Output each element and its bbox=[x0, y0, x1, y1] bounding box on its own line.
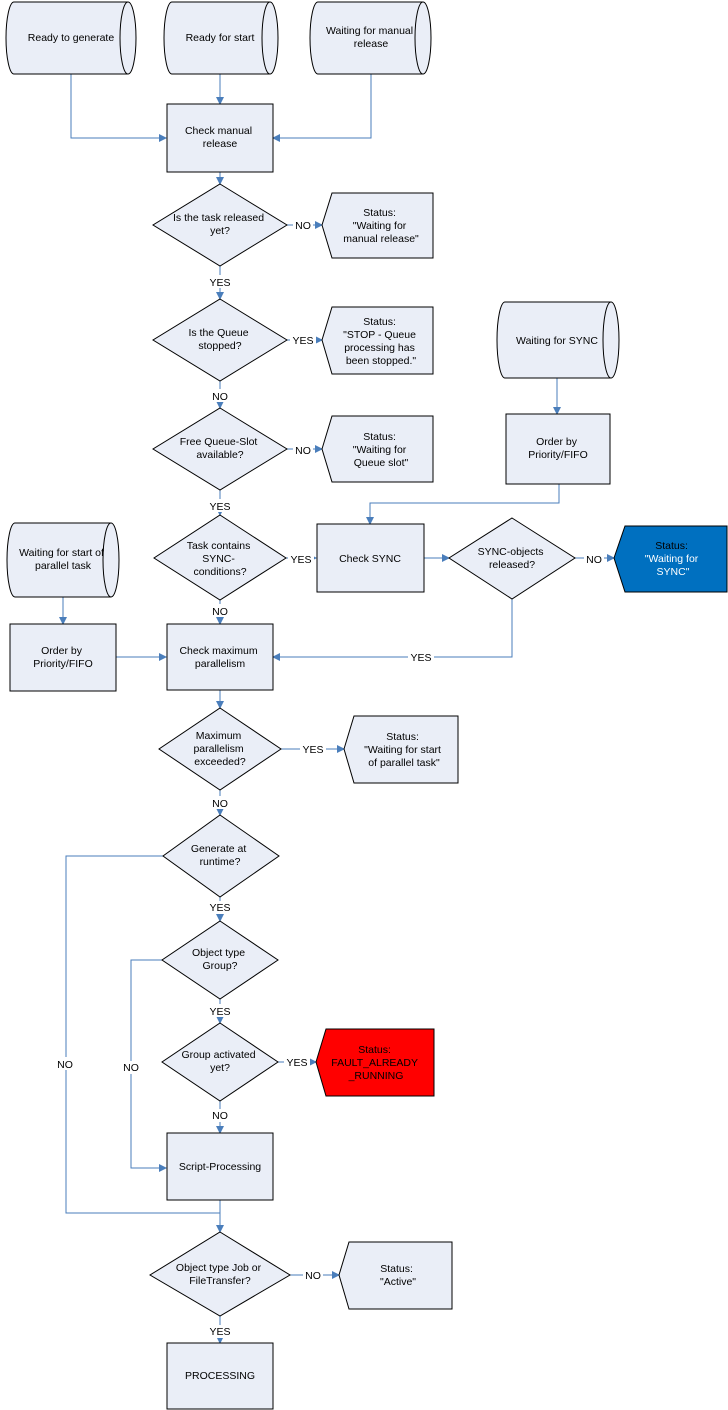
node-label: Free Queue-Slot available? bbox=[180, 436, 261, 461]
node-label: Is the task released yet? bbox=[173, 212, 267, 237]
node-label: Maximum parallelism exceeded? bbox=[193, 730, 246, 768]
node-order-by-priority-parallel[interactable]: Order by Priority/FIFO bbox=[9, 623, 117, 692]
node-label: Object type Group? bbox=[192, 947, 248, 972]
edge-label: NO bbox=[57, 1059, 73, 1071]
node-order-by-priority-sync[interactable]: Order by Priority/FIFO bbox=[505, 413, 611, 485]
node-label: Waiting for start of parallel task bbox=[19, 547, 107, 572]
status-waiting-for-queue-slot[interactable]: Status: "Waiting for Queue slot" bbox=[321, 415, 434, 483]
node-label: Ready for start bbox=[186, 32, 255, 44]
edge-label: YES bbox=[290, 554, 311, 566]
decision-task-contains-sync[interactable]: Task contains SYNC- conditions? bbox=[153, 514, 287, 601]
node-processing[interactable]: PROCESSING bbox=[166, 1342, 274, 1410]
edge-label: YES bbox=[209, 277, 230, 289]
node-label: Is the Queue stopped? bbox=[188, 327, 251, 352]
edge-label: NO bbox=[212, 606, 228, 618]
edge-label: NO bbox=[212, 391, 228, 403]
edge-label: YES bbox=[209, 1006, 230, 1018]
node-label: Task contains SYNC- conditions? bbox=[187, 540, 254, 578]
node-label: Order by Priority/FIFO bbox=[528, 436, 588, 461]
decision-group-activated[interactable]: Group activated yet? bbox=[161, 1022, 279, 1102]
node-label: Order by Priority/FIFO bbox=[33, 645, 93, 670]
decision-maximum-parallelism-exceeded[interactable]: Maximum parallelism exceeded? bbox=[158, 707, 282, 791]
node-label: Status: "Waiting for manual release" bbox=[343, 207, 419, 245]
status-active[interactable]: Status: "Active" bbox=[338, 1241, 453, 1310]
node-label: Status: "Waiting for SYNC" bbox=[645, 540, 701, 578]
connector bbox=[272, 74, 372, 142]
node-label: Waiting for manual release bbox=[326, 25, 416, 50]
edge-label: YES bbox=[292, 335, 313, 347]
edge-label: YES bbox=[302, 744, 323, 756]
decision-free-queue-slot[interactable]: Free Queue-Slot available? bbox=[152, 407, 288, 491]
edge-labels: NO YES YES NO NO YES YES NO NO YES YES N… bbox=[55, 218, 604, 1338]
edge-label: NO bbox=[212, 798, 228, 810]
connector bbox=[366, 484, 560, 525]
node-label: SYNC-objects released? bbox=[478, 546, 547, 571]
edge-label: NO bbox=[212, 1110, 228, 1122]
node-label: Check maximum parallelism bbox=[179, 645, 260, 670]
status-waiting-for-start-of-parallel-task[interactable]: Status: "Waiting for start of parallel t… bbox=[343, 715, 459, 784]
node-script-processing[interactable]: Script-Processing bbox=[166, 1132, 274, 1201]
node-label: Check SYNC bbox=[339, 553, 401, 565]
node-label: Status: "STOP - Queue processing has bee… bbox=[343, 316, 419, 367]
node-check-maximum-parallelism[interactable]: Check maximum parallelism bbox=[166, 623, 274, 691]
node-label: Status: FAULT_ALREADY _RUNNING bbox=[331, 1044, 421, 1082]
node-label: PROCESSING bbox=[185, 1370, 255, 1382]
connector bbox=[70, 74, 167, 142]
decision-sync-objects-released[interactable]: SYNC-objects released? bbox=[448, 517, 576, 600]
node-waiting-for-sync[interactable]: Waiting for SYNC bbox=[496, 301, 620, 379]
decision-generate-at-runtime[interactable]: Generate at runtime? bbox=[162, 814, 280, 898]
decision-object-type-job[interactable]: Object type Job or FileTransfer? bbox=[149, 1231, 291, 1317]
node-ready-to-generate[interactable]: Ready to generate bbox=[5, 1, 137, 75]
node-label: Status: "Active" bbox=[380, 1263, 416, 1288]
node-label: Ready to generate bbox=[28, 32, 115, 44]
status-fault-already-running[interactable]: Status: FAULT_ALREADY _RUNNING bbox=[315, 1028, 435, 1097]
node-label: Generate at runtime? bbox=[191, 843, 249, 868]
node-label: Status: "Waiting for start of parallel t… bbox=[364, 731, 444, 769]
decision-object-type-group[interactable]: Object type Group? bbox=[161, 920, 279, 1000]
node-waiting-for-manual-release[interactable]: Waiting for manual release bbox=[309, 1, 432, 75]
edge-label: YES bbox=[209, 1326, 230, 1338]
node-label: Group activated yet? bbox=[181, 1049, 258, 1074]
node-label: Waiting for SYNC bbox=[516, 335, 598, 347]
edge-label: NO bbox=[586, 554, 602, 566]
node-check-manual-release[interactable]: Check manual release bbox=[166, 103, 274, 173]
edge-label: NO bbox=[295, 220, 311, 232]
status-waiting-for-sync[interactable]: Status: "Waiting for SYNC" bbox=[613, 525, 728, 593]
edge-label: YES bbox=[410, 652, 431, 664]
node-waiting-for-start-of-parallel-task[interactable]: Waiting for start of parallel task bbox=[6, 522, 120, 598]
node-label: Script-Processing bbox=[179, 1161, 261, 1173]
edge-label: YES bbox=[209, 902, 230, 914]
node-ready-for-start[interactable]: Ready for start bbox=[163, 1, 279, 75]
status-waiting-for-manual-release[interactable]: Status: "Waiting for manual release" bbox=[321, 192, 434, 259]
edge-label: YES bbox=[286, 1057, 307, 1069]
edge-label: NO bbox=[295, 445, 311, 457]
status-queue-stopped[interactable]: Status: "STOP - Queue processing has bee… bbox=[321, 306, 434, 375]
edge-label: NO bbox=[305, 1270, 321, 1282]
node-label: Status: "Waiting for Queue slot" bbox=[353, 431, 409, 469]
edge-label: NO bbox=[123, 1062, 139, 1074]
connector bbox=[272, 599, 513, 661]
node-check-sync[interactable]: Check SYNC bbox=[316, 523, 425, 593]
node-label: Check manual release bbox=[185, 125, 255, 150]
connectors bbox=[59, 74, 615, 1344]
edge-label: YES bbox=[209, 501, 230, 513]
decision-queue-stopped[interactable]: Is the Queue stopped? bbox=[152, 298, 288, 382]
node-label: Object type Job or FileTransfer? bbox=[176, 1262, 264, 1287]
decision-task-released[interactable]: Is the task released yet? bbox=[152, 183, 288, 267]
connector bbox=[65, 855, 220, 1214]
